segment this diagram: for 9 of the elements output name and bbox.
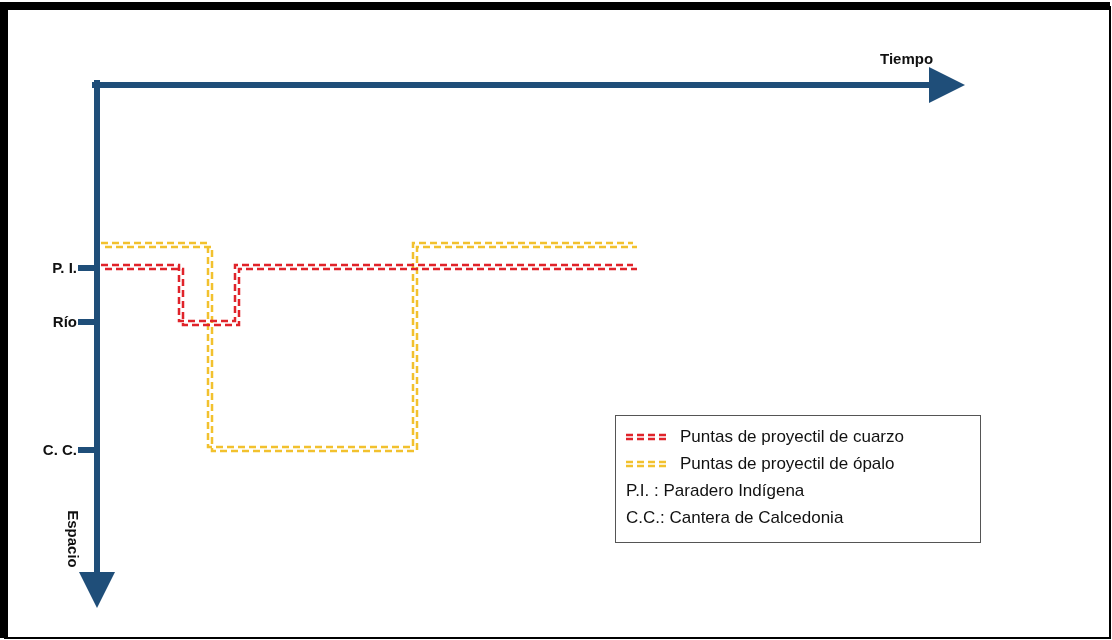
axis-title: Tiempo [880,50,934,68]
place-label: P. I. [52,259,77,277]
legend-text: Puntas de proyectil de ópalo [680,453,895,475]
place-label: Río [52,313,77,331]
place-label: C. C. [42,441,77,459]
legend-text: Puntas de proyectil de cuarzo [680,426,904,448]
legend-text: C.C.: Cantera de Calcedonia [626,507,844,529]
axis-title: Espacio [63,510,82,568]
legend-text: P.I. : Paradero Indígena [626,480,805,502]
